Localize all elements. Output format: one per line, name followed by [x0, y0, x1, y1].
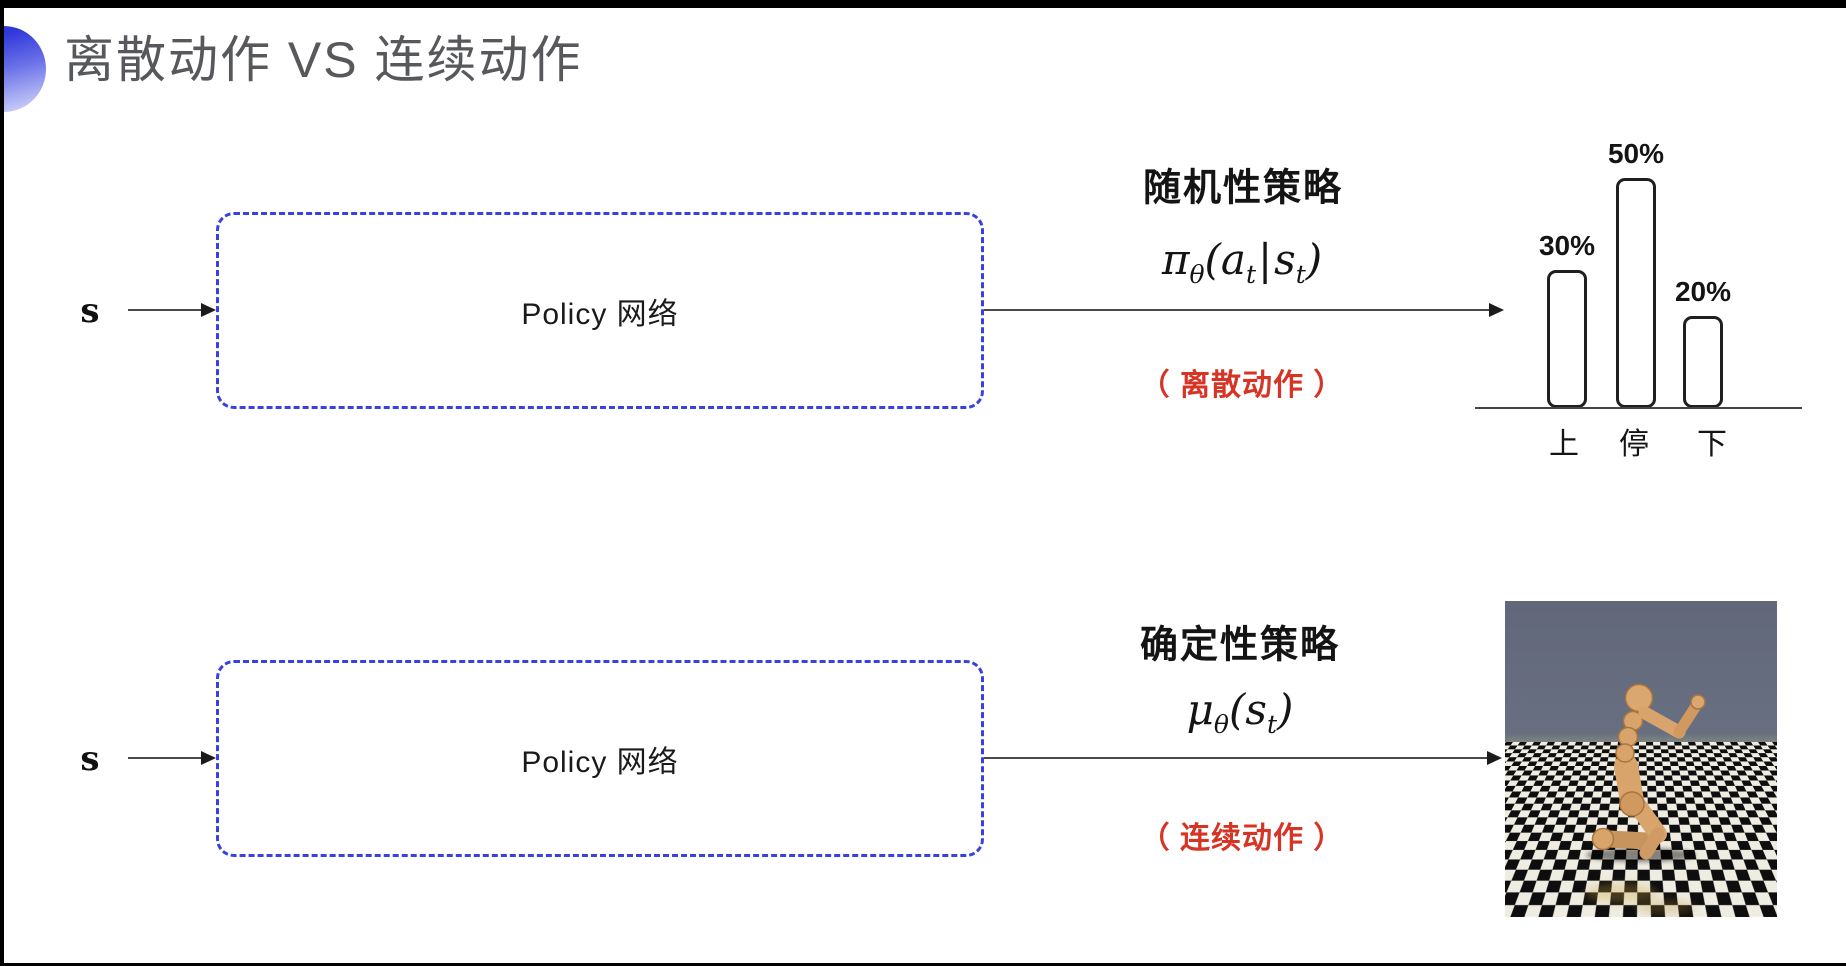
bar-category-up: 上	[1549, 428, 1579, 461]
robot-forearm	[1673, 700, 1702, 738]
formula-open-paren: (	[1228, 684, 1246, 734]
top-policy-box-label: Policy 网络	[521, 297, 679, 331]
robot-spine-joint	[1617, 726, 1639, 748]
frame-top-bar	[0, 0, 1846, 8]
page-title: 离散动作 VS 连续动作	[64, 32, 583, 88]
top-policy-name: 随机性策略	[1142, 167, 1344, 210]
robot-back-foot	[1591, 827, 1615, 851]
formula-theta-sub: θ	[1189, 260, 1205, 290]
formula-state-sub: t	[1266, 710, 1277, 740]
formula-mu-symbol: μ	[1186, 684, 1214, 734]
formula-state-sub: t	[1295, 260, 1306, 290]
formula-close-paren: )	[1276, 684, 1294, 734]
bar-category-down: 下	[1697, 428, 1727, 461]
robot-hand	[1690, 694, 1706, 710]
frame-left-bar	[0, 0, 4, 966]
top-output-arrow-head-icon	[1489, 303, 1504, 317]
robot-front-shin	[1639, 827, 1665, 860]
top-policy-formula: πθ(at|st)	[1162, 235, 1322, 289]
top-input-state-label: s	[80, 291, 100, 331]
formula-given-bar: |	[1258, 234, 1273, 284]
bar-value-label: 20%	[1674, 276, 1732, 307]
top-input-arrow-head-icon	[201, 303, 216, 317]
mujoco-humanoid-image	[1505, 601, 1777, 917]
bottom-policy-network-box: Policy 网络	[216, 660, 984, 857]
bottom-output-arrow-head-icon	[1487, 751, 1502, 765]
robot-head	[1624, 683, 1654, 713]
bar-value-label: 50%	[1607, 138, 1665, 169]
humanoid-robot-figure	[1585, 683, 1706, 915]
robot-back-shin	[1600, 830, 1656, 850]
robot-spine-joint	[1615, 743, 1635, 763]
bottom-policy-box-label: Policy 网络	[521, 745, 679, 779]
bar-value-label: 30%	[1538, 230, 1596, 261]
chart-baseline	[1475, 407, 1802, 409]
formula-state-var: s	[1274, 234, 1296, 284]
bottom-input-arrow-head-icon	[201, 751, 216, 765]
floor-reflection	[1635, 899, 1695, 915]
formula-state-var: s	[1245, 684, 1267, 734]
bottom-policy-formula: μθ(st)	[1187, 685, 1294, 739]
frame-bottom-bar	[0, 963, 1846, 966]
robot-pelvis	[1619, 791, 1645, 817]
top-output-arrow-line	[984, 309, 1490, 311]
bottom-input-arrow-line	[128, 757, 204, 759]
top-action-type-note: （ 离散动作 ）	[1139, 369, 1345, 402]
bar-group-down: 20%	[1663, 100, 1743, 408]
formula-theta-sub: θ	[1213, 710, 1229, 740]
top-input-arrow-line	[128, 309, 204, 311]
bottom-policy-name: 确定性策略	[1139, 624, 1341, 667]
bar-down	[1683, 316, 1723, 408]
floor-reflection	[1585, 883, 1657, 903]
bar-stop	[1616, 178, 1656, 408]
bar-group-up: 30%	[1527, 100, 1607, 408]
formula-open-paren: (	[1204, 234, 1221, 284]
top-policy-network-box: Policy 网络	[216, 212, 984, 409]
bottom-action-type-note: （ 连续动作 ）	[1139, 822, 1345, 855]
robot-body	[1591, 683, 1706, 860]
bar-group-stop: 50%	[1596, 100, 1676, 408]
bottom-output-arrow-line	[984, 757, 1488, 759]
formula-pi-symbol: π	[1161, 234, 1190, 284]
bar-category-stop: 停	[1619, 428, 1649, 461]
formula-action-sub: t	[1245, 260, 1256, 290]
formula-close-paren: )	[1305, 234, 1323, 284]
formula-action-var: a	[1220, 234, 1246, 284]
robot-upper-arm	[1638, 706, 1686, 739]
bar-up	[1547, 270, 1587, 408]
bottom-input-state-label: s	[80, 739, 100, 779]
title-accent-shape	[4, 26, 46, 112]
